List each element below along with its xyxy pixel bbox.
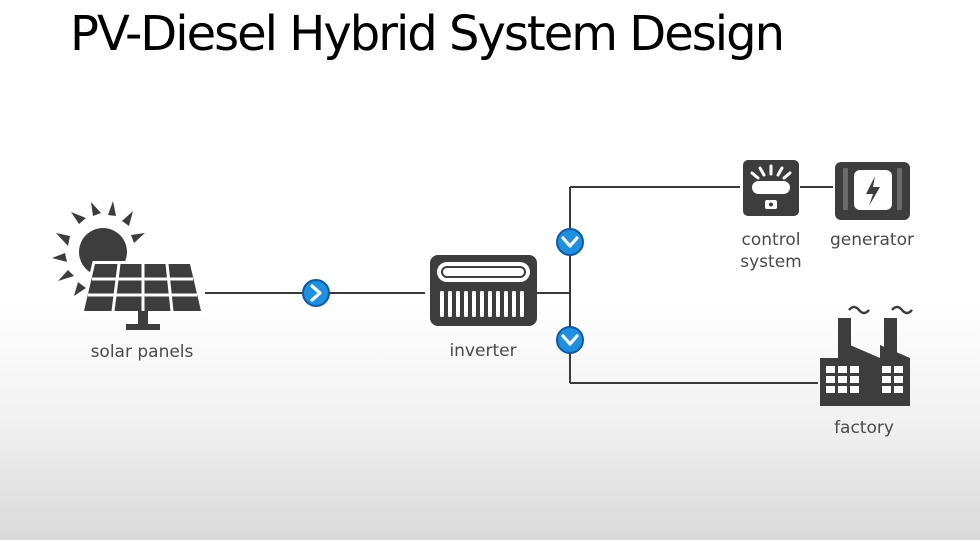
factory-icon (820, 305, 913, 406)
generator-label: generator (830, 230, 914, 250)
sun-icon (52, 201, 145, 296)
connector-lines (205, 186, 833, 384)
control-system-label-line2: system (740, 252, 801, 272)
chevron-down-icon (556, 228, 584, 256)
lightning-icon (866, 176, 880, 206)
generator-icon (835, 162, 910, 220)
factory-label: factory (834, 418, 894, 438)
solar-panels-label: solar panels (91, 342, 194, 362)
chevron-down-icon (556, 326, 584, 354)
solar-panels-icon (52, 201, 205, 330)
inverter-icon (430, 255, 537, 326)
solar-panel (80, 261, 205, 330)
slide-title: PV-Diesel Hybrid System Design (70, 6, 785, 62)
control-system-label-line1: control (742, 230, 801, 250)
inverter-label: inverter (449, 341, 516, 361)
control-system-icon (743, 160, 799, 216)
chevron-right-icon (302, 279, 330, 307)
